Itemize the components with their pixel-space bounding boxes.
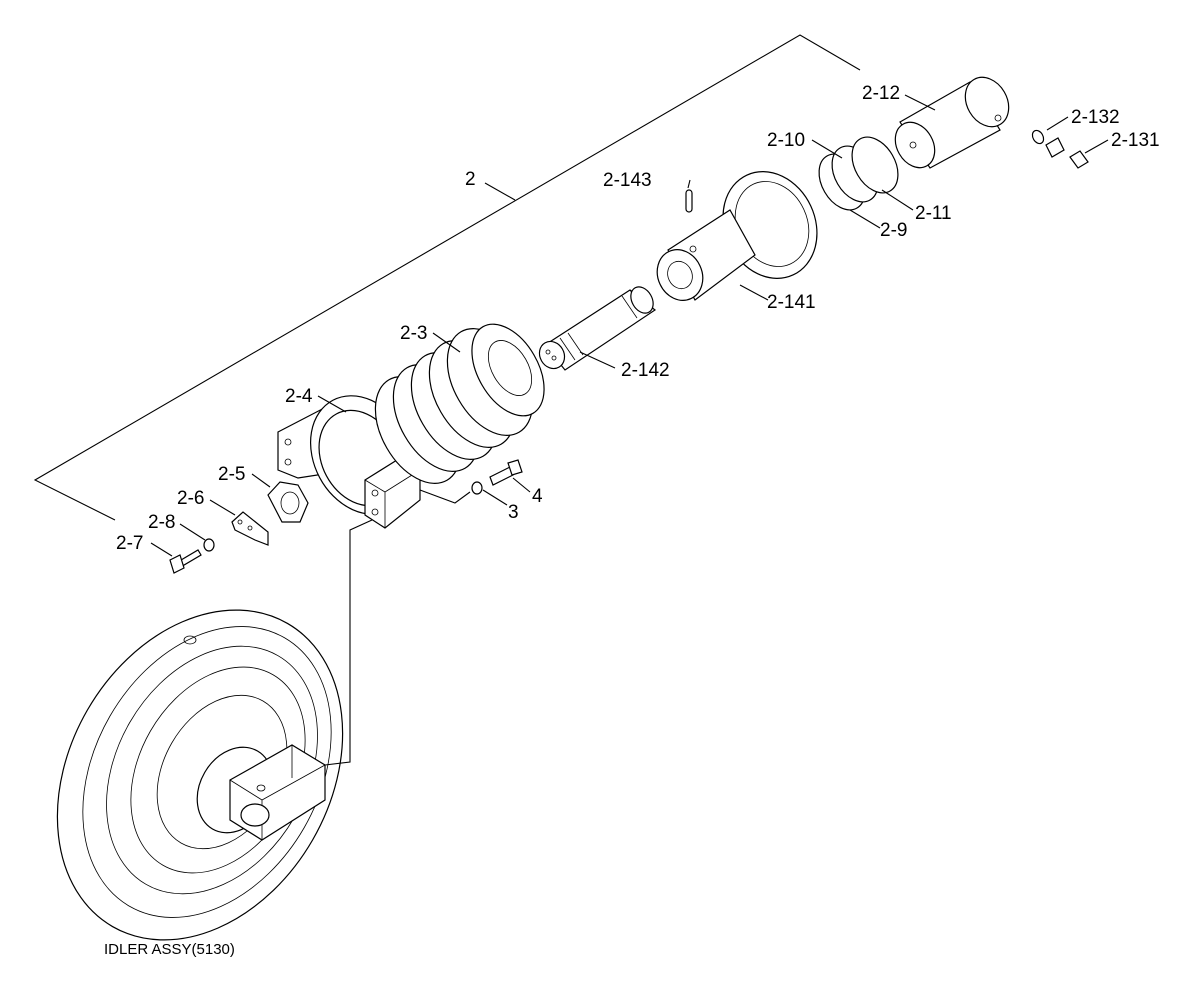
bolt-link-line xyxy=(419,489,471,504)
parts-2-9-2-10-2-11-rings xyxy=(818,136,899,211)
leader-lines xyxy=(150,94,1109,557)
callout-2-9: 2-9 xyxy=(880,220,907,241)
part-2-142-rod xyxy=(538,286,657,371)
callout-2-8: 2-8 xyxy=(148,512,175,533)
part-2-12-cap xyxy=(894,76,1010,169)
part-2-6-plate xyxy=(231,511,269,546)
callout-2-141: 2-141 xyxy=(767,292,816,313)
callout-2-131: 2-131 xyxy=(1111,130,1160,151)
callout-2-12: 2-12 xyxy=(862,83,900,104)
part-2-5-nut xyxy=(267,481,309,523)
callout-2-5: 2-5 xyxy=(218,464,245,485)
part-2-7-bolt xyxy=(169,549,202,574)
diagram-caption: IDLER ASSY(5130) xyxy=(104,941,235,958)
callout-2-6: 2-6 xyxy=(177,488,204,509)
callout-2-132: 2-132 xyxy=(1071,107,1120,128)
callout-2-10: 2-10 xyxy=(767,130,805,151)
callout-3: 3 xyxy=(508,502,519,523)
parts-2-131-2-132-fittings xyxy=(1031,129,1089,169)
part-3-washer xyxy=(471,481,483,495)
wheel-link-line xyxy=(324,519,373,766)
callout-2-4: 2-4 xyxy=(285,386,313,407)
callout-2-11: 2-11 xyxy=(915,203,952,224)
callout-2-3: 2-3 xyxy=(400,323,427,344)
assembly-bracket-2 xyxy=(33,34,861,521)
callout-2-142: 2-142 xyxy=(621,360,670,381)
callout-labels: 2 2-12 2-132 2-131 2-10 2-11 2-9 2-143 2… xyxy=(116,83,1160,554)
part-2-141-cylinder xyxy=(656,171,818,301)
idler-wheel xyxy=(56,609,344,941)
part-2-8-washer xyxy=(203,538,215,552)
callout-2: 2 xyxy=(465,169,476,190)
part-2-143-pin xyxy=(685,189,693,213)
callout-2-7: 2-7 xyxy=(116,533,143,554)
callout-2-143: 2-143 xyxy=(603,170,652,191)
part-4-bolt xyxy=(489,459,523,486)
callout-4: 4 xyxy=(532,486,543,507)
part-2-3-spring xyxy=(374,323,545,484)
